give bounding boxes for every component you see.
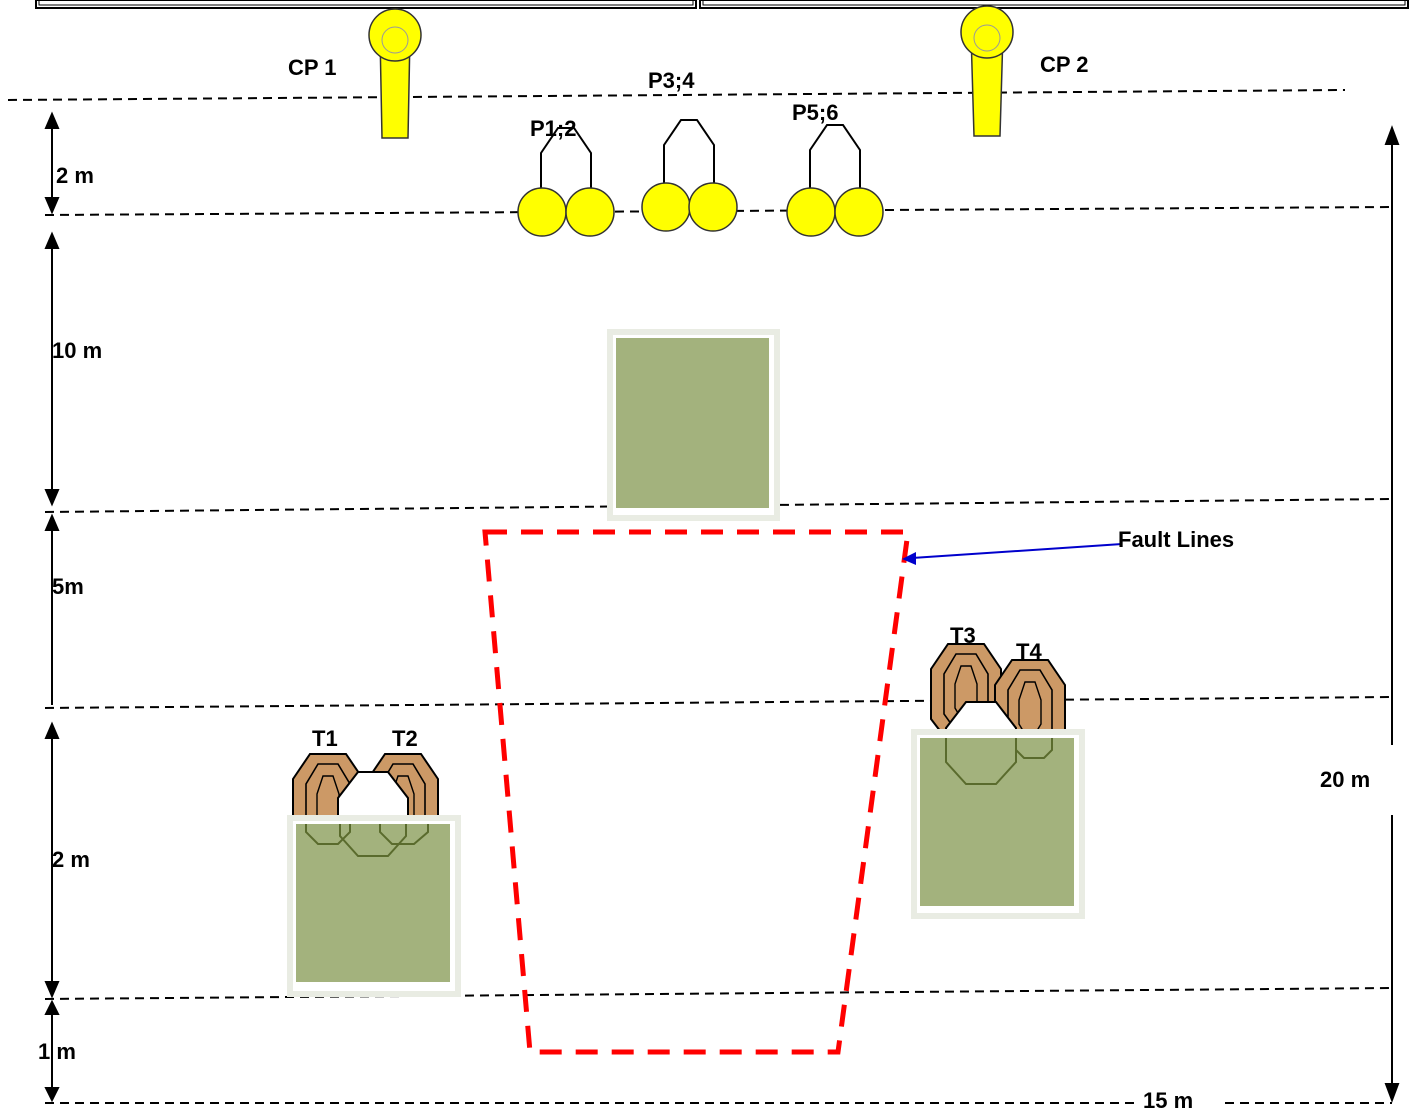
distance-15m: 15 m [1143, 1088, 1193, 1111]
barrel-right [911, 729, 1085, 919]
cp1-marker [368, 8, 422, 139]
distance-10m: 10 m [52, 338, 102, 363]
top-bar [35, 0, 1409, 9]
left-arrows [44, 111, 60, 1103]
t4-label: T4 [1016, 639, 1042, 664]
t2-label: T2 [392, 726, 418, 751]
paper-target-p34 [641, 119, 738, 232]
t3-label: T3 [950, 623, 976, 648]
p56-label: P5;6 [792, 100, 838, 125]
distance-20m: 20 m [1320, 767, 1370, 792]
p34-label: P3;4 [648, 68, 695, 93]
barrel-left [287, 815, 461, 997]
cp1-label: CP 1 [288, 55, 337, 80]
cp2-marker [960, 5, 1014, 137]
distance-2m-bottom: 2 m [52, 847, 90, 872]
distance-1m: 1 m [38, 1039, 76, 1064]
distance-lines [7, 89, 1393, 1104]
distance-5m: 5m [52, 574, 84, 599]
paper-target-p56 [786, 124, 884, 237]
fault-lines [482, 529, 911, 1055]
p12-label: P1;2 [530, 116, 576, 141]
fault-lines-label: Fault Lines [1118, 527, 1234, 552]
paper-target-p12 [517, 127, 615, 237]
cp2-label: CP 2 [1040, 52, 1089, 77]
barrel-center [607, 329, 780, 521]
distance-2m-top: 2 m [56, 163, 94, 188]
fault-pointer-arrow [902, 543, 1123, 565]
right-arrow-20m [1384, 125, 1400, 1103]
t1-label: T1 [312, 726, 338, 751]
